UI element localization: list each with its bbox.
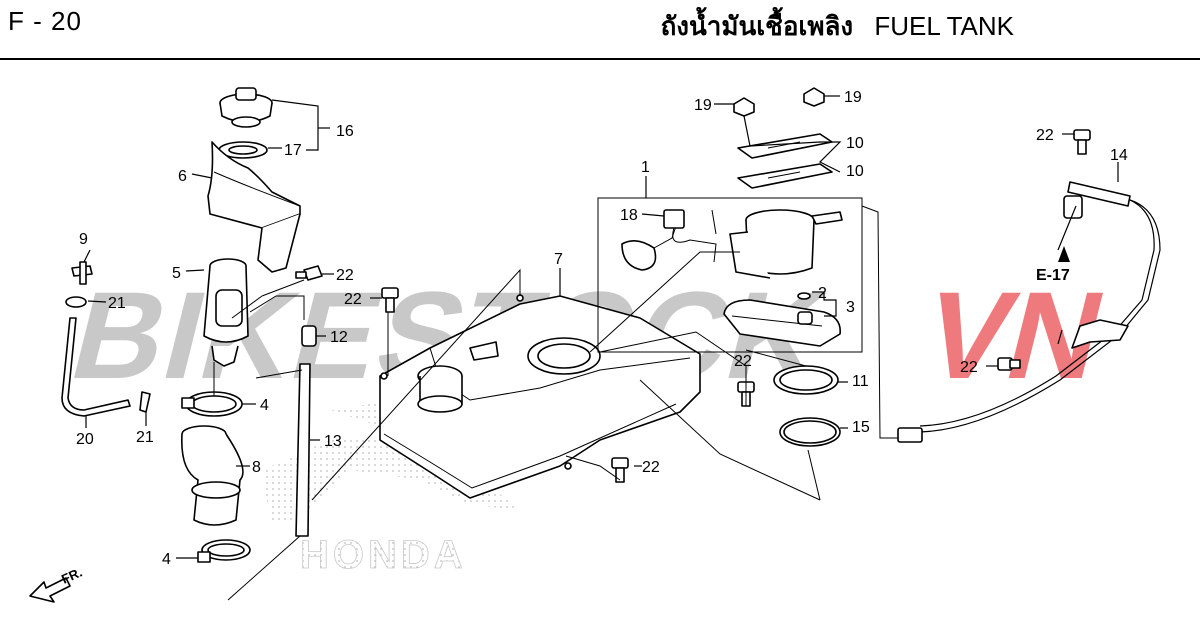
callout-14: 14	[1110, 147, 1128, 164]
callout-8: 8	[252, 459, 261, 476]
leader-lines	[83, 95, 1119, 601]
part-20-breather-hose	[61, 317, 131, 417]
callout-22-d: 22	[642, 459, 660, 476]
callout-labels: 16 17 6 9 5 21 20 21 4 8 4 22 12 13 22 7…	[76, 89, 1128, 568]
part-22-bolt-d	[611, 457, 629, 483]
callout-7: 7	[554, 251, 563, 268]
callout-3: 3	[846, 299, 855, 316]
callout-19-right: 19	[844, 89, 862, 106]
callout-11: 11	[852, 373, 869, 390]
callout-22-c: 22	[734, 353, 752, 370]
callout-22-b: 22	[344, 291, 362, 308]
callout-10-upper: 10	[846, 135, 864, 152]
callout-2: 2	[818, 285, 827, 302]
callout-21-upper: 21	[108, 295, 126, 312]
part-1-fuel-pump-assembly	[597, 197, 863, 353]
callout-4-upper: 4	[260, 397, 269, 414]
part-10-retainer-plate-lower	[737, 163, 833, 189]
exploded-parts-diagram: BIKESTOCK VN HONDA	[29, 87, 1161, 603]
part-16-fuel-cap	[219, 87, 273, 128]
part-13-overflow-tube	[295, 363, 311, 537]
part-2-o-ring	[797, 292, 811, 300]
title-english: FUEL TANK	[874, 11, 1014, 41]
front-direction-indicator: FR.	[29, 565, 84, 603]
title-thai: ถังน้ำมันเชื้อเพลิง	[660, 12, 854, 42]
part-4-hose-clamp-lower	[197, 539, 251, 563]
part-19-nut-left	[733, 97, 755, 117]
callout-22-e: 22	[1036, 127, 1054, 144]
callout-10-lower: 10	[846, 163, 864, 180]
callout-20: 20	[76, 431, 94, 448]
reference-e17: E-17	[1036, 246, 1070, 284]
honda-wing-logo: HONDA	[262, 395, 560, 577]
part-7-fuel-tank	[379, 294, 701, 499]
callout-17: 17	[284, 142, 302, 159]
part-14-fuel-hose	[897, 181, 1161, 443]
part-15-gasket	[779, 417, 841, 447]
callout-1: 1	[641, 159, 650, 176]
callout-12: 12	[330, 329, 348, 346]
part-22-bolt-b	[381, 287, 399, 313]
part-17-cap-gasket	[218, 141, 268, 159]
part-18-pump-connector	[663, 209, 717, 263]
callout-5: 5	[172, 265, 181, 282]
part-6-filler-cover	[207, 141, 301, 273]
reference-e17-label: E-17	[1036, 267, 1070, 284]
callout-22-a: 22	[336, 267, 354, 284]
honda-wordmark: HONDA	[300, 533, 467, 577]
part-21-clip-upper	[65, 296, 87, 308]
part-9-vent-fitting	[71, 261, 93, 285]
part-12-hose-band	[301, 325, 317, 347]
part-5-filler-neck	[203, 258, 249, 367]
callout-6: 6	[178, 168, 187, 185]
header-divider	[0, 58, 1200, 60]
callout-21-lower: 21	[136, 429, 154, 446]
page-code: F - 20	[8, 6, 82, 36]
callout-22-f: 22	[960, 359, 978, 376]
part-11-seal-ring	[773, 365, 839, 395]
part-3-pump-base-plate	[723, 299, 841, 347]
part-22-bolt-f	[997, 357, 1021, 371]
part-22-bolt-a	[295, 265, 323, 281]
callout-16: 16	[336, 123, 354, 140]
callout-15: 15	[852, 419, 870, 436]
header: F - 20 ถังน้ำมันเชื้อเพลิง FUEL TANK	[0, 0, 1200, 60]
page-title: ถังน้ำมันเชื้อเพลิง FUEL TANK	[661, 6, 1014, 47]
part-22-bolt-e	[1073, 129, 1091, 155]
callout-4-lower: 4	[162, 551, 171, 568]
part-19-nut-right	[803, 87, 825, 107]
callout-9: 9	[79, 231, 88, 248]
callout-18: 18	[620, 207, 638, 224]
part-8-connector-hose	[181, 425, 244, 526]
callout-19-left: 19	[694, 97, 712, 114]
front-direction-label: FR.	[59, 565, 84, 587]
part-21-clip-lower	[139, 391, 151, 413]
callout-13: 13	[324, 433, 342, 450]
